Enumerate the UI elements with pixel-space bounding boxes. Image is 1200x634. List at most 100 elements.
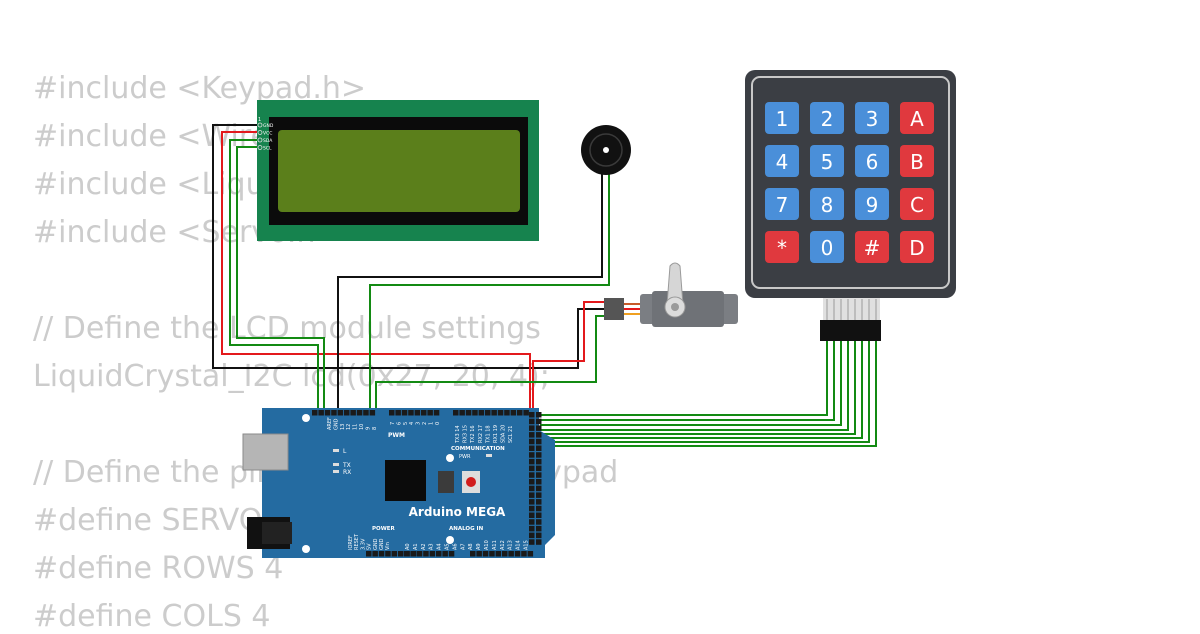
header-pin[interactable] — [529, 452, 535, 458]
header-pin[interactable] — [344, 410, 350, 416]
header-pin[interactable] — [529, 485, 535, 492]
header-pin[interactable] — [482, 551, 489, 557]
key-0[interactable]: 0 — [810, 231, 844, 263]
key-d[interactable]: D — [900, 231, 934, 263]
header-pin[interactable] — [527, 551, 534, 557]
arduino-mega-board[interactable]: Arduino MEGA PWM COMMUNICATION PWR L TX … — [242, 408, 555, 558]
key-c[interactable]: C — [900, 188, 934, 220]
header-pin[interactable] — [331, 410, 337, 416]
buzzer[interactable] — [581, 125, 631, 175]
header-pin[interactable] — [529, 532, 535, 539]
header-pin[interactable] — [478, 410, 485, 416]
key-9[interactable]: 9 — [855, 188, 889, 220]
header-pin[interactable] — [529, 445, 535, 452]
header-pin[interactable] — [529, 492, 535, 498]
header-pin[interactable] — [536, 452, 542, 458]
header-pin[interactable] — [529, 519, 535, 525]
key-8[interactable]: 8 — [810, 188, 844, 220]
header-pin[interactable] — [448, 551, 455, 557]
key-7[interactable]: 7 — [765, 188, 799, 220]
lcd-pin-vcc[interactable] — [257, 130, 263, 135]
key-2[interactable]: 2 — [810, 102, 844, 134]
header-pin[interactable] — [529, 539, 535, 545]
header-pin[interactable] — [536, 458, 542, 465]
header-pin[interactable] — [385, 551, 391, 557]
header-pin[interactable] — [318, 410, 324, 416]
header-pin[interactable] — [529, 472, 535, 478]
servo-motor[interactable] — [604, 262, 738, 327]
header-pin[interactable] — [523, 410, 529, 416]
key-4[interactable]: 4 — [765, 145, 799, 177]
key-b[interactable]: B — [900, 145, 934, 177]
header-pin[interactable] — [497, 410, 504, 416]
key-6[interactable]: 6 — [855, 145, 889, 177]
header-pin[interactable] — [395, 410, 401, 416]
header-pin[interactable] — [504, 410, 510, 416]
header-pin[interactable] — [536, 425, 542, 431]
header-pin[interactable] — [529, 412, 535, 418]
header-pin[interactable] — [453, 410, 459, 416]
header-pin[interactable] — [427, 410, 433, 416]
header-pin[interactable] — [391, 551, 398, 557]
header-pin[interactable] — [502, 551, 508, 557]
header-pin[interactable] — [372, 551, 378, 557]
header-pin[interactable] — [485, 410, 491, 416]
header-pin[interactable] — [495, 551, 502, 557]
header-pin[interactable] — [442, 551, 448, 557]
header-pin[interactable] — [536, 505, 542, 512]
header-pin[interactable] — [536, 532, 542, 539]
key-1[interactable]: 1 — [765, 102, 799, 134]
header-pin[interactable] — [529, 499, 535, 505]
header-pin[interactable] — [423, 551, 429, 557]
header-pin[interactable] — [536, 432, 542, 438]
header-pin[interactable] — [472, 410, 478, 416]
header-pin[interactable] — [378, 551, 385, 557]
header-pin[interactable] — [536, 519, 542, 525]
key-a[interactable]: A — [900, 102, 934, 134]
header-pin[interactable] — [459, 410, 465, 416]
header-pin[interactable] — [536, 445, 542, 452]
header-pin[interactable] — [369, 410, 376, 416]
key-3[interactable]: 3 — [855, 102, 889, 134]
header-pin[interactable] — [536, 472, 542, 478]
header-pin[interactable] — [521, 551, 527, 557]
header-pin[interactable] — [404, 551, 410, 557]
header-pin[interactable] — [529, 505, 535, 512]
header-pin[interactable] — [401, 410, 408, 416]
header-pin[interactable] — [366, 551, 372, 557]
header-pin[interactable] — [510, 410, 517, 416]
header-pin[interactable] — [536, 418, 542, 425]
header-pin[interactable] — [312, 410, 318, 416]
header-pin[interactable] — [529, 512, 535, 519]
header-pin[interactable] — [529, 458, 535, 465]
header-pin[interactable] — [436, 551, 442, 557]
header-pin[interactable] — [529, 479, 535, 485]
header-pin[interactable] — [429, 551, 436, 557]
header-pin[interactable] — [536, 465, 542, 472]
header-pin[interactable] — [508, 551, 514, 557]
lcd-pin-scl[interactable] — [257, 145, 263, 150]
header-pin[interactable] — [536, 539, 542, 545]
header-pin[interactable] — [421, 410, 427, 416]
header-pin[interactable] — [514, 551, 521, 557]
header-pin[interactable] — [529, 418, 535, 425]
key-hash[interactable]: # — [855, 231, 889, 263]
header-pin[interactable] — [433, 410, 440, 416]
header-pin[interactable] — [324, 410, 331, 416]
header-pin[interactable] — [410, 551, 416, 557]
header-pin[interactable] — [529, 525, 535, 532]
header-pin[interactable] — [356, 410, 363, 416]
header-pin[interactable] — [470, 551, 476, 557]
lcd-pin-sda[interactable] — [257, 137, 263, 143]
header-pin[interactable] — [529, 465, 535, 472]
header-pin[interactable] — [363, 410, 369, 416]
header-pin[interactable] — [529, 432, 535, 438]
header-pin[interactable] — [337, 410, 344, 416]
header-pin[interactable] — [408, 410, 414, 416]
header-pin[interactable] — [536, 485, 542, 492]
header-pin[interactable] — [416, 551, 423, 557]
key-star[interactable]: * — [765, 231, 799, 263]
header-pin[interactable] — [536, 512, 542, 519]
